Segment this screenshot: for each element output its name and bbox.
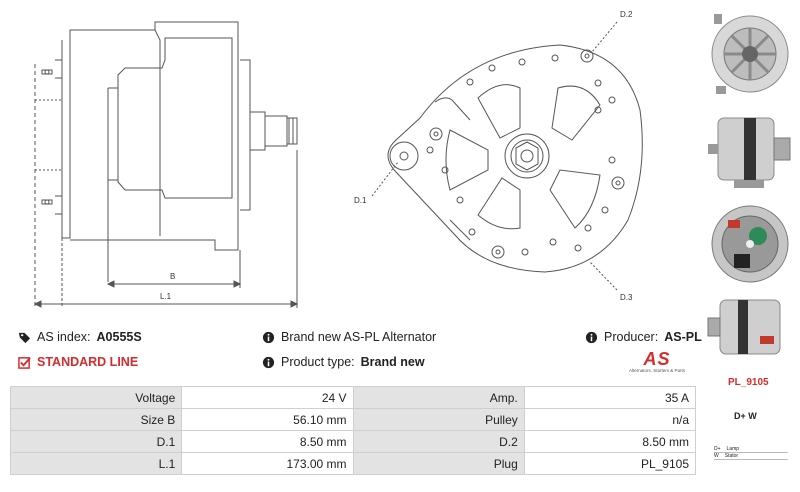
spec-label: Plug	[352, 452, 525, 475]
product-type-row: Product type: Brand new	[262, 355, 425, 369]
product-photos	[700, 0, 800, 492]
logo-tagline: Alternators, Starters & Parts	[628, 368, 686, 373]
brand-text: Brand new AS-PL Alternator	[281, 330, 437, 344]
logo-mark: AS	[643, 349, 671, 369]
spec-value: 173.00 mm	[181, 452, 354, 475]
legend-key: D+	[714, 446, 721, 452]
side-view	[33, 21, 299, 308]
spec-value: n/a	[523, 408, 697, 431]
front-view	[387, 44, 643, 273]
as-logo: AS Alternators, Starters & Parts	[622, 350, 692, 378]
legend-desc: Lamp	[726, 446, 740, 452]
photo-front	[711, 14, 789, 94]
producer-label: Producer:	[604, 330, 659, 344]
spec-label: D.2	[352, 430, 525, 453]
info-icon	[262, 356, 275, 368]
info-icon	[262, 331, 275, 343]
product-info: AS index: A0555S STANDARD LINE Brand new…	[0, 322, 702, 380]
plug-legend-row: D+ Lamp	[714, 446, 788, 453]
dim-d1-label: D.1	[354, 196, 367, 205]
tag-icon	[18, 332, 31, 343]
spec-label: Amp.	[352, 386, 525, 409]
front-bolts	[426, 49, 625, 259]
brand-row: Brand new AS-PL Alternator	[262, 330, 436, 344]
spec-value: 8.50 mm	[523, 430, 697, 453]
spec-value: 56.10 mm	[181, 408, 354, 431]
producer-row: Producer: AS-PL	[585, 330, 702, 344]
standard-line-label: STANDARD LINE	[37, 355, 139, 369]
spec-label: Pulley	[352, 408, 525, 431]
dim-d3-label: D.3	[620, 293, 633, 302]
photo-rear	[711, 205, 789, 283]
plug-legend-row: W Stator	[714, 453, 788, 460]
leader-lines	[371, 21, 618, 291]
plug-code: PL_9105	[728, 377, 769, 388]
product-type-label: Product type:	[281, 355, 355, 369]
dim-l1-label: L.1	[160, 292, 172, 301]
index-label: AS index:	[37, 330, 91, 344]
checkbox-icon	[18, 356, 31, 369]
info-icon	[585, 331, 598, 343]
spec-label: D.1	[9, 430, 183, 453]
technical-drawing: B L.1 D.1 D.2 D.3	[33, 10, 643, 308]
index-row: AS index: A0555S	[18, 330, 142, 344]
product-type-value: Brand new	[360, 355, 425, 369]
producer-value: AS-PL	[664, 330, 702, 344]
plug-terminals: D+ W	[734, 411, 757, 421]
spec-label: Size B	[9, 408, 183, 431]
legend-key: W	[714, 453, 719, 459]
legend-desc: Stator	[724, 453, 739, 459]
photo-side-2	[707, 299, 781, 355]
dim-d2-label: D.2	[620, 10, 633, 19]
standard-line-row: STANDARD LINE	[18, 355, 138, 369]
photo-side	[708, 117, 791, 188]
spec-label: Voltage	[9, 386, 183, 409]
spec-value: PL_9105	[523, 452, 697, 475]
spec-label: L.1	[9, 452, 183, 475]
spec-value: 24 V	[181, 386, 354, 409]
dim-b-label: B	[170, 272, 175, 281]
index-value: A0555S	[96, 330, 142, 344]
spec-value: 8.50 mm	[181, 430, 354, 453]
spec-value: 35 A	[523, 386, 697, 409]
